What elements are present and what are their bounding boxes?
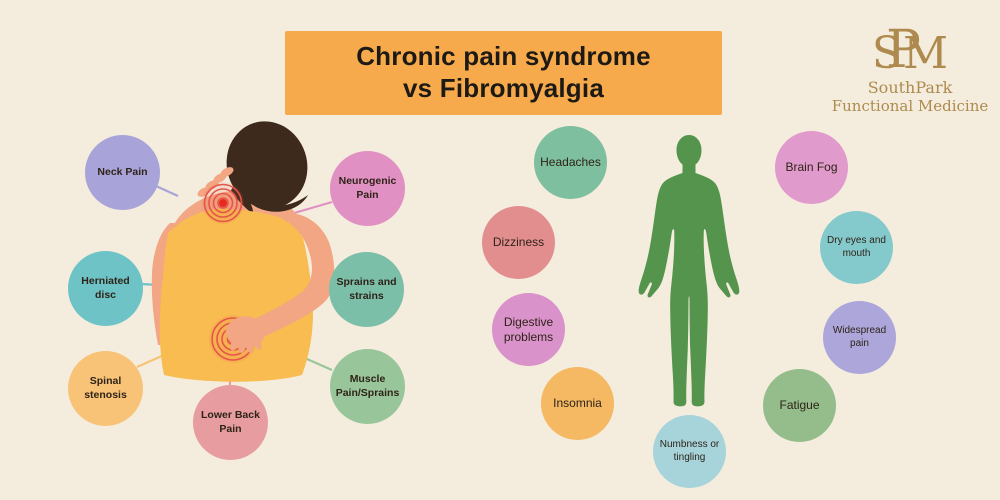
bubble-headaches: Headaches: [534, 126, 607, 199]
logo-monogram: S P M: [828, 12, 992, 76]
pain-ring: [217, 197, 229, 209]
pain-dot: [219, 199, 227, 207]
connector-neck-pain: [155, 184, 179, 198]
bubble-dry-eyes-mouth: Dry eyes and mouth: [820, 211, 893, 284]
bubble-widespread-pain: Widespread pain: [823, 301, 896, 374]
title-line-1: Chronic pain syndrome: [356, 41, 651, 72]
bubble-brain-fog: Brain Fog: [775, 131, 848, 204]
monogram-letter-p: P: [886, 20, 922, 80]
logo-name-line-2: Functional Medicine: [831, 97, 989, 115]
pain-ring: [208, 188, 238, 218]
bubble-numbness-tingling: Numbness or tingling: [653, 415, 726, 488]
pain-ring: [203, 183, 243, 223]
pain-ring: [212, 192, 234, 214]
bubble-sprains-strains: Sprains and strains: [329, 252, 404, 327]
bubble-dizziness: Dizziness: [482, 206, 555, 279]
bubble-neck-pain: Neck Pain: [85, 135, 160, 210]
woman-hair-sweep: [248, 195, 308, 212]
finger: [254, 338, 262, 350]
woman-tank-top: [159, 208, 313, 382]
bubble-muscle-pain: Muscle Pain/Sprains: [330, 349, 405, 424]
logo-name-line-1: SouthPark: [867, 78, 953, 97]
woman-right-arm: [240, 213, 335, 343]
bubble-lower-back-pain: Lower Back Pain: [193, 385, 268, 460]
finger: [220, 167, 234, 177]
brand-logo: S P M SouthPark Functional Medicine: [828, 12, 992, 115]
bubble-spinal-stenosis: Spinal stenosis: [68, 351, 143, 426]
finger: [246, 341, 254, 353]
title-box: Chronic pain syndrome vs Fibromyalgia: [285, 31, 722, 115]
monogram-letter-s: S: [871, 28, 903, 79]
woman-hair: [226, 121, 308, 209]
woman-hand-on-back: [225, 316, 265, 353]
body-silhouette: [638, 135, 740, 407]
title-line-2: vs Fibromyalgia: [403, 73, 604, 103]
bubble-fatigue: Fatigue: [763, 369, 836, 442]
finger: [230, 339, 238, 351]
bubble-insomnia: Insomnia: [541, 367, 614, 440]
bubble-neurogenic-pain: Neurogenic Pain: [330, 151, 405, 226]
bubble-digestive-problems: Digestive problems: [492, 293, 565, 366]
pain-rings-neck: [202, 182, 244, 224]
woman-illustration: [151, 121, 335, 382]
finger: [205, 180, 219, 190]
bubble-herniated-disc: Herniated disc: [68, 251, 143, 326]
monogram-letter-m: M: [903, 28, 949, 79]
finger: [238, 341, 246, 353]
silhouette-body: [638, 135, 740, 407]
